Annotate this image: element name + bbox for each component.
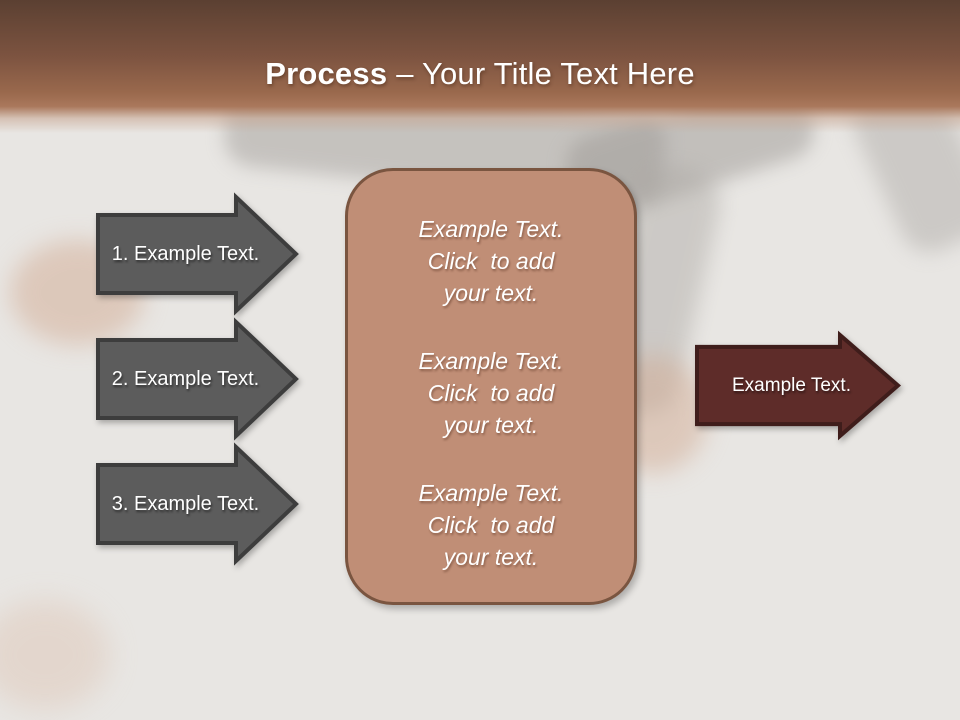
result-arrow-label: Example Text. (732, 374, 851, 396)
result-arrow[interactable]: Example Text. (695, 330, 902, 441)
title-bold-text: Process (265, 56, 388, 91)
title-bar (0, 0, 960, 133)
process-step-1-label: 1. Example Text. (111, 242, 260, 265)
example-text-block-1: Example Text. Click to add your text. (418, 216, 564, 306)
process-step-3-label: 3. Example Text. (111, 492, 260, 515)
arrow-right-shape (96, 442, 299, 566)
arrow-right-shape (695, 330, 902, 441)
process-step-2-label: 2. Example Text. (111, 367, 260, 390)
photo-left-low-shape (0, 600, 110, 710)
example-text-block-3: Example Text. Click to add your text. (418, 480, 564, 570)
center-text-box[interactable]: Example Text. Click to add your text. Ex… (345, 168, 637, 605)
process-step-1-arrow[interactable]: 1. Example Text. (96, 192, 299, 316)
process-step-3-arrow[interactable]: 3. Example Text. (96, 442, 299, 566)
example-text-block-2: Example Text. Click to add your text. (418, 348, 564, 438)
process-step-2-arrow[interactable]: 2. Example Text. (96, 317, 299, 441)
title-rest-text: – Your Title Text Here (396, 56, 695, 91)
arrow-right-shape (96, 317, 299, 441)
slide-title[interactable]: Process– Your Title Text Here (0, 56, 960, 92)
arrow-right-shape (96, 192, 299, 316)
